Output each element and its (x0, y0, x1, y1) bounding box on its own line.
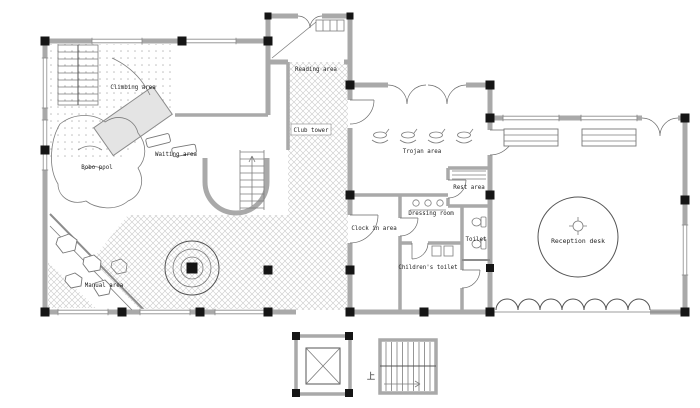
toilet-icon (471, 216, 487, 228)
window (580, 114, 638, 122)
label-manual-area: Manual area (85, 283, 123, 289)
window (41, 119, 49, 171)
spiral-slide (164, 240, 220, 296)
window (139, 308, 191, 316)
reception-desk-circle (537, 196, 619, 278)
elevator (294, 334, 352, 396)
label-club-tower: Club tower (294, 128, 329, 134)
rocking-horse-icon (399, 128, 418, 144)
dressing-room-sinks (410, 199, 446, 211)
window (214, 308, 266, 316)
room-labels: Climbing area Reading area Waiting area … (81, 67, 605, 382)
floor-textures (48, 44, 348, 310)
trojan-horses (371, 128, 474, 144)
staircase-bottom (378, 338, 438, 395)
bobo-pool-outline (51, 115, 146, 209)
childrens-toilet-stalls (431, 245, 454, 257)
label-stairs-up: 上 (367, 372, 376, 382)
rocking-horse-icon (455, 128, 474, 144)
label-bobo-pool: Bobo pool (81, 165, 112, 171)
columns (40, 12, 690, 397)
window (57, 308, 109, 316)
rocking-horse-icon (371, 128, 390, 144)
label-dressing-room: Dressing room (408, 211, 454, 217)
manual-area-rocks (55, 233, 128, 297)
label-trojan-area: Trojan area (403, 149, 441, 155)
window (41, 57, 49, 109)
window (681, 224, 689, 276)
window (502, 114, 560, 122)
label-reception-desk: Reception desk (551, 237, 605, 245)
label-toilet: Toilet (466, 237, 487, 243)
label-clock-in-area: Clock in area (351, 226, 396, 232)
label-rest-area: Rest area (453, 185, 484, 191)
rest-area-shelves (452, 170, 486, 180)
club-tower-hatch (288, 62, 348, 310)
climbing-area-equipment (93, 57, 173, 157)
label-childrens-toilet: Children's toilet (398, 265, 457, 271)
label-waiting-area: Waiting area (155, 152, 197, 158)
staircase-central (239, 150, 265, 210)
toilet-fixtures (471, 216, 487, 250)
window-seats (503, 128, 637, 147)
club-tower-label-box (290, 123, 332, 136)
window (91, 37, 143, 45)
reading-area-furniture (271, 19, 345, 59)
waiting-area-benches (145, 133, 197, 158)
rocking-horse-icon (427, 128, 446, 144)
window (185, 37, 237, 45)
doors (297, 15, 679, 289)
curtain-wall (490, 298, 685, 313)
label-climbing-area: Climbing area (110, 85, 155, 91)
label-reading-area: Reading area (295, 67, 337, 73)
staircase-top-left (57, 44, 99, 106)
